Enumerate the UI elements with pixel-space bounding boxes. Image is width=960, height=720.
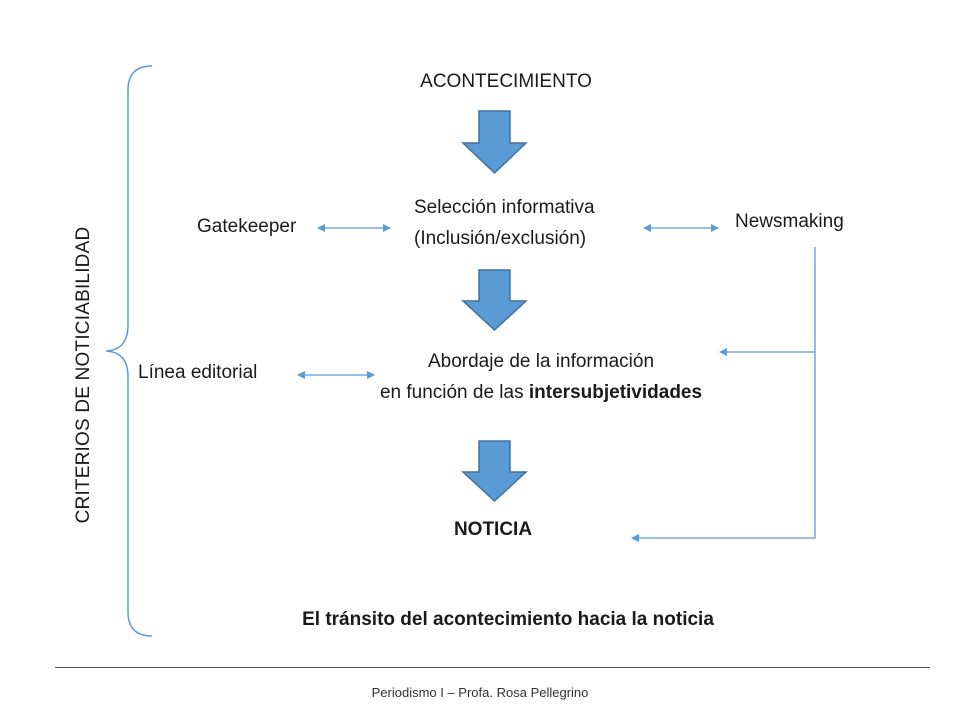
footer-divider	[55, 667, 930, 668]
selection-line1: Selección informativa	[414, 197, 595, 218]
diagram-caption: El tránsito del acontecimiento hacia la …	[302, 609, 714, 630]
criteria-side-label: CRITERIOS DE NOTICIABILIDAD	[73, 226, 94, 524]
down-arrow-1	[461, 110, 528, 175]
selection-box: Selección informativa (Inclusión/exclusi…	[414, 192, 595, 254]
event-label: ACONTECIMIENTO	[420, 71, 592, 92]
news-result-label: NOTICIA	[453, 519, 533, 540]
criteria-brace	[105, 65, 153, 637]
approach-line2-bold: intersubjetividades	[528, 382, 703, 403]
editorial-label: Línea editorial	[138, 362, 258, 383]
newsmaking-vertical-line	[631, 247, 816, 542]
down-arrow-3	[461, 440, 528, 503]
footer-credit: Periodismo I – Profa. Rosa Pellegrino	[371, 685, 589, 700]
down-arrow-2	[461, 269, 528, 332]
gatekeeper-label: Gatekeeper	[197, 216, 297, 237]
selection-line2: (Inclusión/exclusión)	[414, 228, 587, 249]
newsmaking-label: Newsmaking	[735, 211, 844, 232]
approach-line2-prefix: en función de las	[379, 382, 529, 403]
approach-box: Abordaje de la información en función de…	[380, 346, 702, 408]
approach-line1: Abordaje de la información	[427, 351, 655, 372]
approach-line2: en función de las intersubjetividades	[380, 377, 702, 408]
